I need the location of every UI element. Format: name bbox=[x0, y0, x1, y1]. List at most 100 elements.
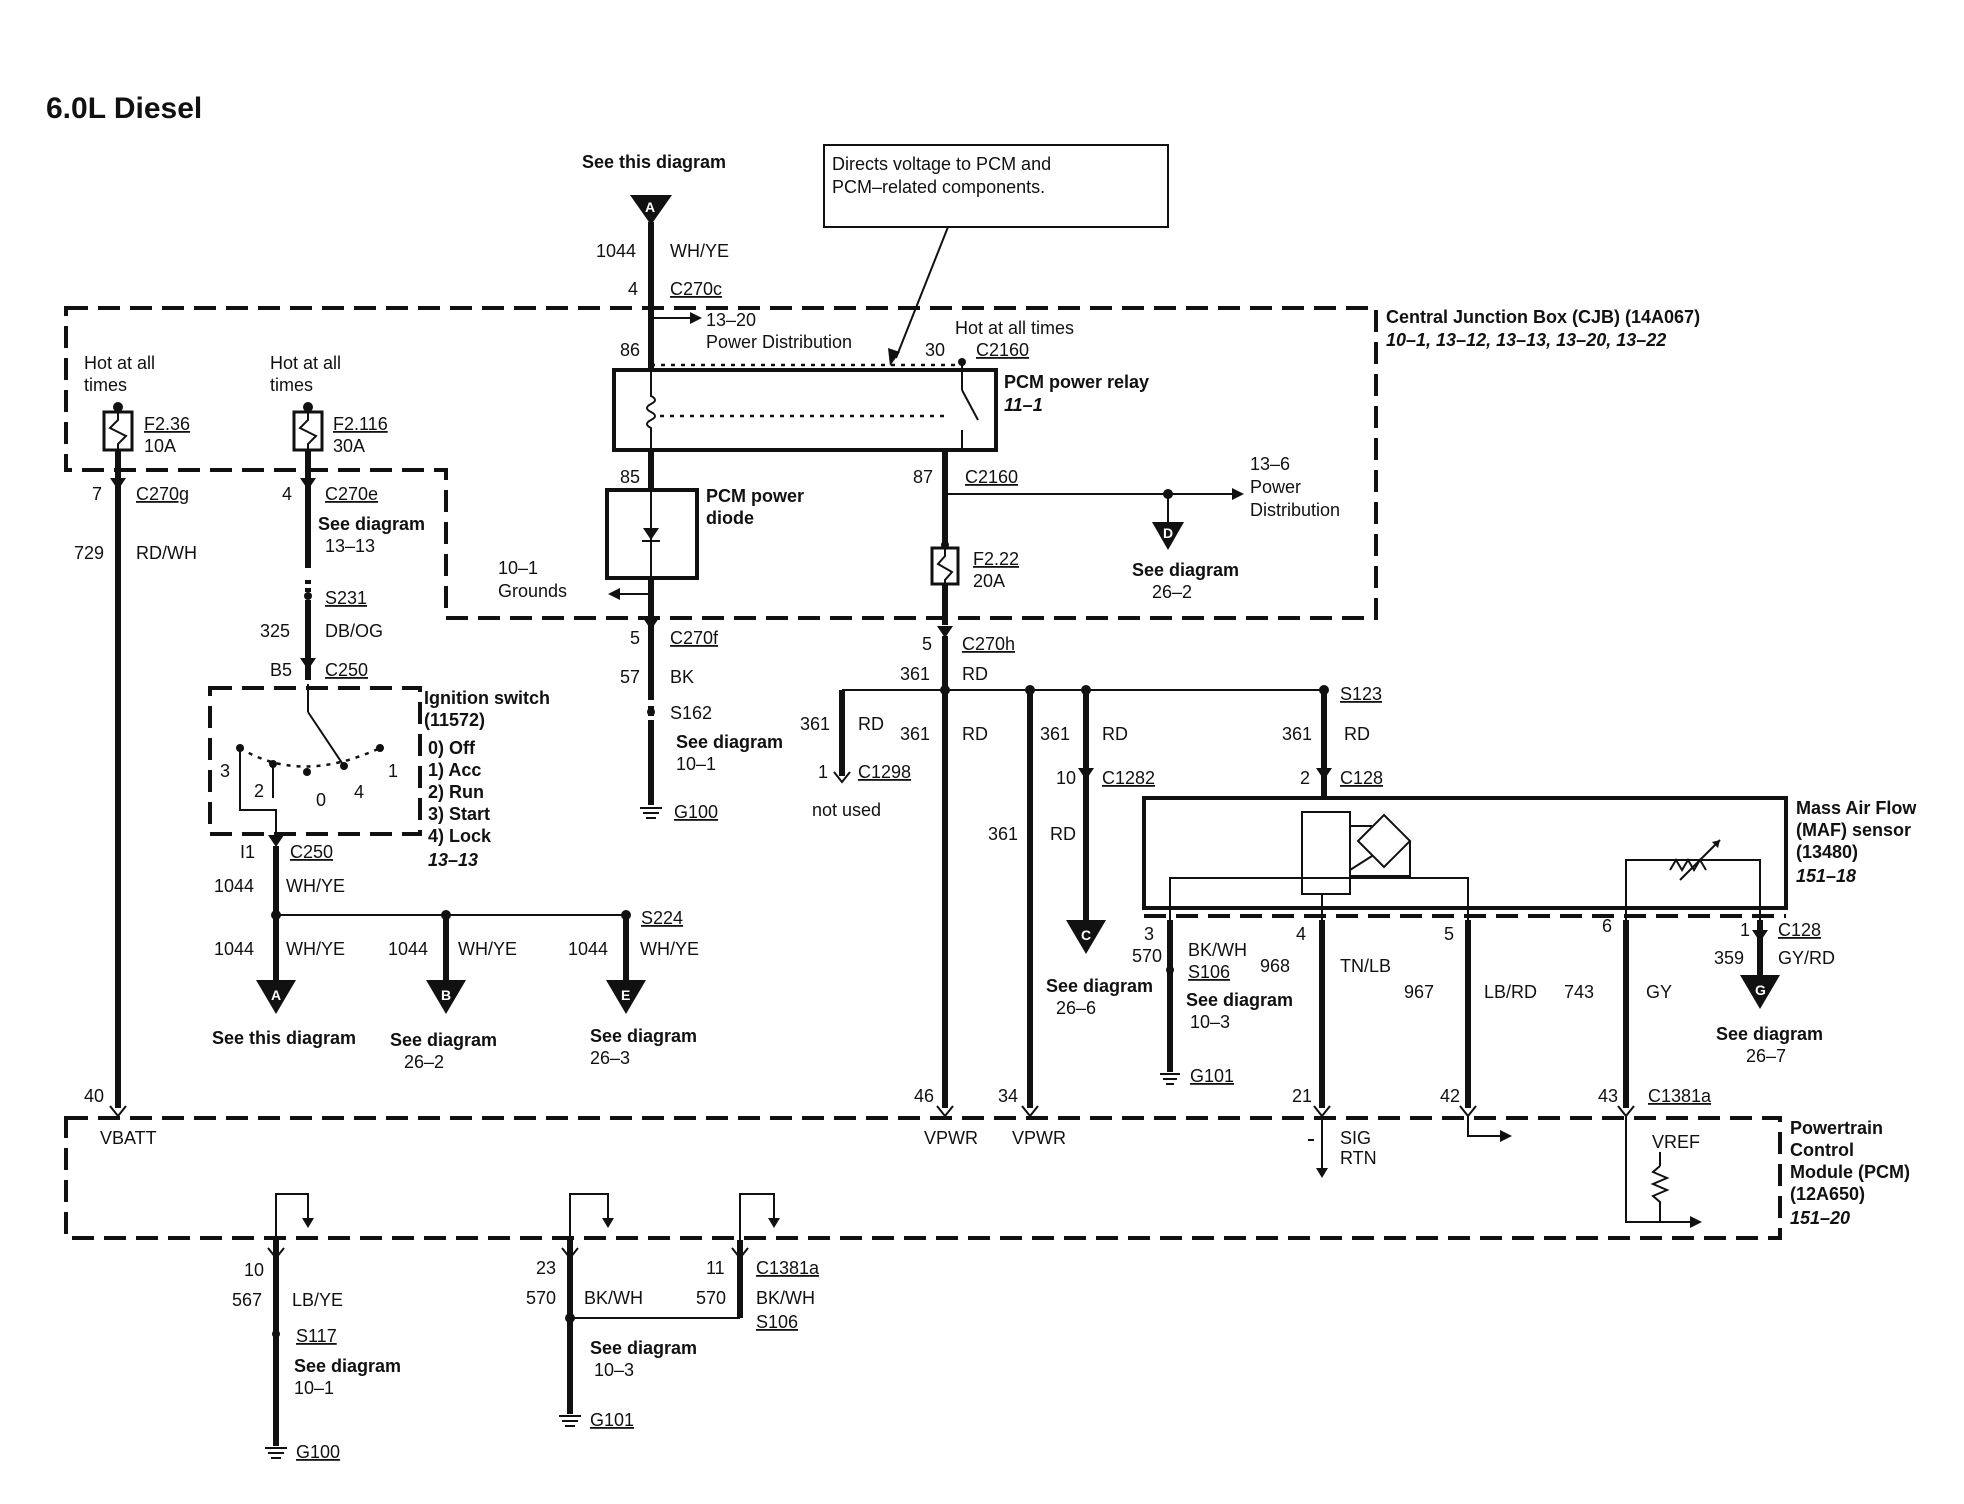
c1298: C1298 bbox=[858, 762, 911, 782]
pd2-line1: Power bbox=[1250, 477, 1301, 497]
maf-pin-6: 6 743 GY bbox=[1564, 916, 1672, 1108]
c270f: C270f bbox=[670, 628, 719, 648]
pin-30: 30 bbox=[925, 340, 945, 360]
maf-pin-1: 1 C128 359 GY/RD G See diagram 26–7 bbox=[1714, 920, 1835, 1066]
ign-name-1: Ignition switch bbox=[424, 688, 550, 708]
circuit-57: 5 C270f 57 BK S162 See diagram 10–1 G100 bbox=[620, 578, 783, 822]
see-d-ref: 26–2 bbox=[1152, 582, 1192, 602]
pin-1-c1298: 1 bbox=[818, 762, 828, 782]
circuit-57-color: BK bbox=[670, 667, 694, 687]
circuit-325-color: DB/OG bbox=[325, 621, 383, 641]
fuse-f2-36: F2.36 10A bbox=[102, 402, 190, 456]
see-10-1: See diagram bbox=[676, 732, 783, 752]
circuit-1044-num: 1044 bbox=[214, 876, 254, 896]
ign-pos-1: 1) Acc bbox=[428, 760, 481, 780]
ign-pos-3: 3) Start bbox=[428, 804, 490, 824]
sw-pos-4: 4 bbox=[354, 782, 364, 802]
maf-sensor: Mass Air Flow (MAF) sensor (13480) 151–1… bbox=[1142, 796, 1917, 920]
top-feed: See this diagram A 1044 WH/YE 4 C270c bbox=[582, 152, 729, 299]
top-connector: C270c bbox=[670, 279, 722, 299]
connector-arrow-e bbox=[606, 980, 646, 1014]
c270h: C270h bbox=[962, 634, 1015, 654]
branch-a-color: WH/YE bbox=[286, 939, 345, 959]
circuit-570-bottom: 23 570 BK/WH See diagram 10–3 G101 bbox=[526, 1240, 740, 1430]
circuit-361-a-num: 361 bbox=[900, 664, 930, 684]
page-title: 6.0L Diesel bbox=[46, 92, 202, 125]
connector-arrow-g bbox=[1740, 975, 1780, 1009]
c270e: C270e bbox=[325, 484, 378, 504]
fuse-f2-116: F2.116 30A bbox=[292, 402, 388, 456]
see-10-3-maf: See diagram bbox=[1186, 990, 1293, 1010]
fuse-f2-36-id: F2.36 bbox=[144, 414, 190, 434]
ign-pos-4: 4) Lock bbox=[428, 826, 492, 846]
see-10-1-ref: 10–1 bbox=[676, 754, 716, 774]
top-circuit-number: 1044 bbox=[596, 241, 636, 261]
see-13-13-ref: 13–13 bbox=[325, 536, 375, 556]
ign-pos-2: 2) Run bbox=[428, 782, 484, 802]
pcm-pin-46: 46 bbox=[914, 1086, 934, 1106]
maf-pin-4: 4 968 TN/LB bbox=[1260, 920, 1391, 1108]
see-b: See diagram bbox=[390, 1030, 497, 1050]
sw-pos-0: 0 bbox=[316, 790, 326, 810]
maf-ref: 151–18 bbox=[1796, 866, 1856, 886]
circuit-729-color: RD/WH bbox=[136, 543, 197, 563]
see-10-3-maf-ref: 10–3 bbox=[1190, 1012, 1230, 1032]
g101-maf: G101 bbox=[1190, 1066, 1234, 1086]
see-e-ref: 26–3 bbox=[590, 1048, 630, 1068]
pcm-pin-21: 21 bbox=[1292, 1086, 1312, 1106]
ign-name-2: (11572) bbox=[424, 710, 485, 730]
fuse-f2-116-id: F2.116 bbox=[333, 414, 388, 434]
pcm-vpwr-2: VPWR bbox=[1012, 1128, 1066, 1148]
grounds-label: Grounds bbox=[498, 581, 567, 601]
pcm-power-relay: 86 13–20 Power Distribution 30 C2160 PCM… bbox=[612, 288, 1149, 452]
see-c: See diagram bbox=[1046, 976, 1153, 996]
see-13-13: See diagram bbox=[318, 514, 425, 534]
see-c-ref: 26–6 bbox=[1056, 998, 1096, 1018]
arrow-letter-c: C bbox=[1081, 927, 1091, 943]
pin-5-left: 5 bbox=[630, 628, 640, 648]
c250-top: C250 bbox=[325, 660, 368, 680]
s162: S162 bbox=[670, 703, 712, 723]
s117: S117 bbox=[296, 1326, 337, 1346]
maf-pin-3: 3 570 BK/WH S106 See diagram 10–3 G101 bbox=[1132, 920, 1293, 1086]
c2160-bottom: C2160 bbox=[965, 467, 1018, 487]
hot-label-1a: Hot at all bbox=[84, 353, 155, 373]
maf-p6: 6 bbox=[1602, 916, 1612, 936]
hot-label-2a: Hot at all bbox=[270, 353, 341, 373]
see-this-diagram-top: See this diagram bbox=[582, 152, 726, 172]
see-g-ref: 26–7 bbox=[1746, 1046, 1786, 1066]
maf-p5: 5 bbox=[1444, 924, 1454, 944]
connector-arrow-c bbox=[1066, 920, 1106, 954]
pcm-name-3: Module (PCM) bbox=[1790, 1162, 1910, 1182]
circuit-967-color: LB/RD bbox=[1484, 982, 1537, 1002]
pd-ref: 13–20 bbox=[706, 310, 756, 330]
pcm-pin-42: 42 bbox=[1440, 1086, 1460, 1106]
fuse-f2-36-amp: 10A bbox=[144, 436, 176, 456]
arrow-letter-b: B bbox=[441, 987, 451, 1003]
pin-10-bottom: 10 bbox=[244, 1260, 264, 1280]
pin-7: 7 bbox=[92, 484, 102, 504]
circuit-361-e-num: 361 bbox=[988, 824, 1018, 844]
c128-top: C128 bbox=[1340, 768, 1383, 788]
s106-maf: S106 bbox=[1188, 962, 1230, 982]
fuse-f2-116-amp: 30A bbox=[333, 436, 365, 456]
pd2-ref: 13–6 bbox=[1250, 454, 1290, 474]
pcm-module: Powertrain Control Module (PCM) (12A650)… bbox=[64, 1086, 1910, 1252]
pin-i1: I1 bbox=[240, 842, 255, 862]
g100-bottom: G100 bbox=[296, 1442, 340, 1462]
ign-ref: 13–13 bbox=[428, 850, 478, 870]
pcm-rtn: RTN bbox=[1340, 1148, 1377, 1168]
relay-ref: 11–1 bbox=[1004, 395, 1043, 415]
arrow-letter-e: E bbox=[621, 987, 630, 1003]
callout-box: Directs voltage to PCM and PCM–related c… bbox=[823, 144, 1169, 366]
pd2-line2: Distribution bbox=[1250, 500, 1340, 520]
see-e: See diagram bbox=[590, 1026, 697, 1046]
pin-85: 85 bbox=[620, 467, 640, 487]
pin-87: 87 bbox=[913, 467, 933, 487]
c128-bottom: C128 bbox=[1778, 920, 1821, 940]
g101-bottom: G101 bbox=[590, 1410, 634, 1430]
not-used: not used bbox=[812, 800, 881, 820]
pcm-name-2: Control bbox=[1790, 1140, 1854, 1160]
circuit-325: 4 C270e See diagram 13–13 S231 325 DB/OG… bbox=[260, 450, 425, 680]
see-a: See this diagram bbox=[212, 1028, 356, 1048]
